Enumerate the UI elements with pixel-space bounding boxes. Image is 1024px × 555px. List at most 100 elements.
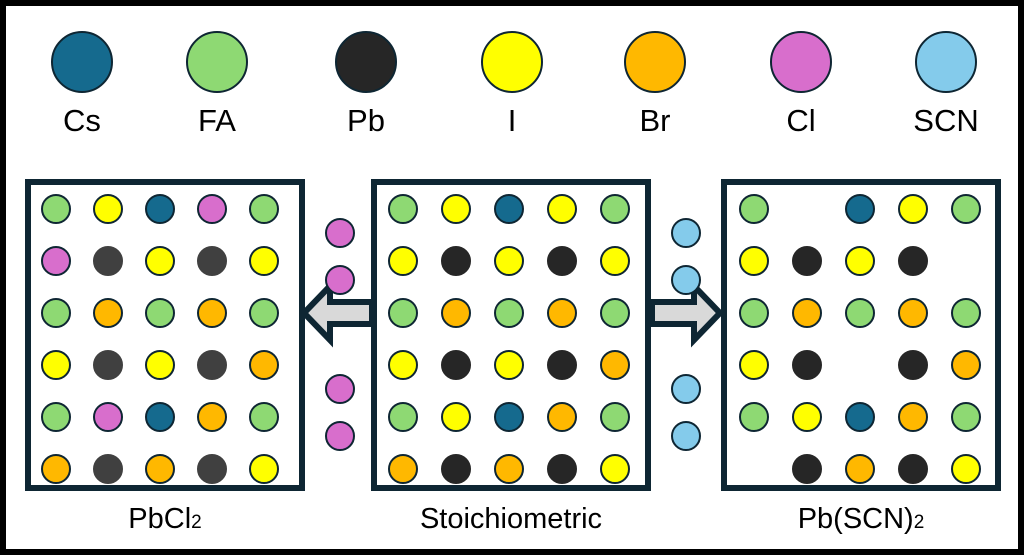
ion-i bbox=[93, 194, 123, 224]
ion-fa bbox=[845, 298, 875, 328]
ion-pb bbox=[898, 246, 928, 276]
ion-pb bbox=[93, 350, 123, 380]
legend-label: I bbox=[508, 103, 517, 138]
panel-label-subscript: 2 bbox=[191, 512, 202, 533]
cs-legend-swatch bbox=[51, 31, 113, 93]
ion-br bbox=[547, 298, 577, 328]
panel-pbscn2: Pb(SCN)2 bbox=[721, 179, 1001, 535]
ion-i bbox=[494, 350, 524, 380]
ion-i bbox=[951, 454, 981, 484]
ion-i bbox=[898, 194, 928, 224]
ion-fa bbox=[249, 402, 279, 432]
ion-cs bbox=[845, 194, 875, 224]
legend-label: FA bbox=[198, 103, 236, 138]
ion-pb bbox=[547, 454, 577, 484]
ion-fa bbox=[739, 298, 769, 328]
ion-i bbox=[600, 246, 630, 276]
ion-fa bbox=[41, 402, 71, 432]
ion-fa bbox=[739, 194, 769, 224]
ion-scn bbox=[671, 218, 701, 248]
ion-i bbox=[845, 246, 875, 276]
ion-pb bbox=[441, 246, 471, 276]
ion-cl bbox=[41, 246, 71, 276]
ion-cl bbox=[197, 194, 227, 224]
ion-i bbox=[441, 194, 471, 224]
ion-fa bbox=[249, 194, 279, 224]
ion-i bbox=[739, 246, 769, 276]
ion-cl bbox=[93, 402, 123, 432]
ion-br bbox=[845, 454, 875, 484]
legend-item-cl: Cl bbox=[770, 31, 832, 138]
ion-pb bbox=[547, 350, 577, 380]
ion-fa bbox=[145, 298, 175, 328]
panel-label-subscript: 2 bbox=[914, 512, 925, 533]
ion-pb bbox=[197, 454, 227, 484]
legend-label: Pb bbox=[347, 103, 385, 138]
ion-i bbox=[145, 246, 175, 276]
panel-label: Stoichiometric bbox=[420, 503, 602, 535]
i-legend-swatch bbox=[481, 31, 543, 93]
ion-br bbox=[898, 298, 928, 328]
ion-i bbox=[547, 194, 577, 224]
ion-cs bbox=[145, 194, 175, 224]
ion-cl bbox=[325, 374, 355, 404]
ion-br bbox=[41, 454, 71, 484]
ion-fa bbox=[600, 194, 630, 224]
legend-label: Cl bbox=[786, 103, 815, 138]
scn-legend-swatch bbox=[915, 31, 977, 93]
left-arrow-icon bbox=[299, 278, 375, 348]
ion-i bbox=[600, 454, 630, 484]
legend-item-br: Br bbox=[624, 31, 686, 138]
ion-fa bbox=[951, 194, 981, 224]
ion-br bbox=[600, 350, 630, 380]
legend-label: Br bbox=[640, 103, 671, 138]
ion-i bbox=[388, 246, 418, 276]
ion-fa bbox=[739, 402, 769, 432]
ion-br bbox=[93, 298, 123, 328]
panel-pbcl2: PbCl2 bbox=[25, 179, 305, 535]
ion-cl bbox=[325, 421, 355, 451]
ion-br bbox=[145, 454, 175, 484]
ion-cl bbox=[325, 265, 355, 295]
ion-scn bbox=[671, 421, 701, 451]
ion-pb bbox=[898, 350, 928, 380]
lattice-box bbox=[371, 179, 651, 491]
thiocyanate-ions bbox=[671, 218, 701, 451]
lattice-box bbox=[25, 179, 305, 491]
ion-pb bbox=[441, 454, 471, 484]
ion-fa bbox=[494, 298, 524, 328]
ion-pb bbox=[441, 350, 471, 380]
legend-item-cs: Cs bbox=[51, 31, 113, 138]
pb-legend-swatch bbox=[335, 31, 397, 93]
ion-i bbox=[441, 402, 471, 432]
ion-fa bbox=[951, 298, 981, 328]
panel-label-main: Pb(SCN) bbox=[798, 503, 914, 535]
ion-br bbox=[547, 402, 577, 432]
ion-cl bbox=[325, 218, 355, 248]
panel-label-main: Stoichiometric bbox=[420, 503, 602, 535]
ion-br bbox=[197, 402, 227, 432]
ion-br bbox=[898, 402, 928, 432]
ion-fa bbox=[388, 402, 418, 432]
ion-br bbox=[494, 454, 524, 484]
ion-i bbox=[739, 350, 769, 380]
ion-br bbox=[249, 350, 279, 380]
legend-item-i: I bbox=[481, 31, 543, 138]
br-legend-swatch bbox=[624, 31, 686, 93]
ion-fa bbox=[600, 298, 630, 328]
panel-label: PbCl2 bbox=[128, 503, 201, 535]
cl-legend-swatch bbox=[770, 31, 832, 93]
ion-fa bbox=[951, 402, 981, 432]
ion-pb bbox=[898, 454, 928, 484]
ion-fa bbox=[388, 194, 418, 224]
ion-pb bbox=[547, 246, 577, 276]
legend-item-scn: SCN bbox=[913, 31, 979, 138]
ion-cs bbox=[494, 402, 524, 432]
ion-fa bbox=[600, 402, 630, 432]
legend-item-pb: Pb bbox=[335, 31, 397, 138]
ion-cs bbox=[845, 402, 875, 432]
right-arrow-icon bbox=[649, 278, 725, 348]
ion-br bbox=[197, 298, 227, 328]
panel-stoichiometric: Stoichiometric bbox=[371, 179, 651, 535]
ion-br bbox=[388, 454, 418, 484]
